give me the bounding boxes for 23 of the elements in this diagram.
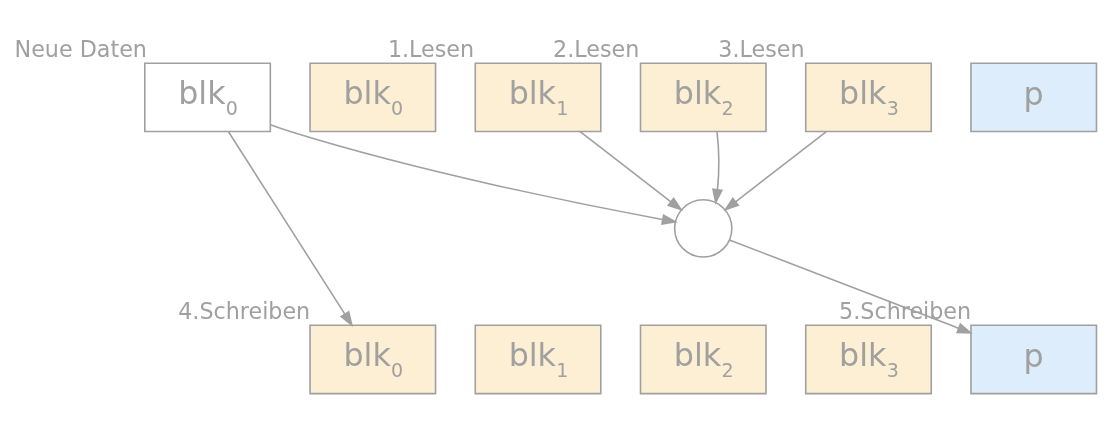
node-label: 1.Lesen [387, 36, 475, 63]
node-box: blk$_{3}$ [804, 324, 933, 395]
node-label: Neue Daten [14, 36, 147, 63]
node-circle [673, 199, 733, 258]
node-box: blk$_{3}$ [804, 62, 933, 133]
node-box: blk$_{1}$ [474, 62, 602, 133]
node-box: p [970, 324, 1098, 395]
node-box: p [970, 62, 1098, 133]
arrow [269, 124, 678, 225]
node-label: 4.Schreiben [178, 298, 311, 325]
arrow [579, 130, 683, 212]
node-box: blk$_{0}$ [309, 62, 437, 133]
arrow [227, 130, 354, 327]
node-label: 3.Lesen [718, 36, 805, 63]
node-label: 2.Lesen [553, 36, 640, 63]
node-box: blk$_{0}$ [309, 324, 437, 395]
arrow [729, 239, 973, 334]
node-box: blk$_{2}$ [639, 62, 767, 133]
arrow [723, 130, 828, 212]
node-box: blk$_{1}$ [474, 324, 602, 395]
arrow [712, 131, 724, 205]
node-box: blk$_{2}$ [639, 324, 767, 395]
node-box: blk$_{0}$ [144, 62, 272, 133]
